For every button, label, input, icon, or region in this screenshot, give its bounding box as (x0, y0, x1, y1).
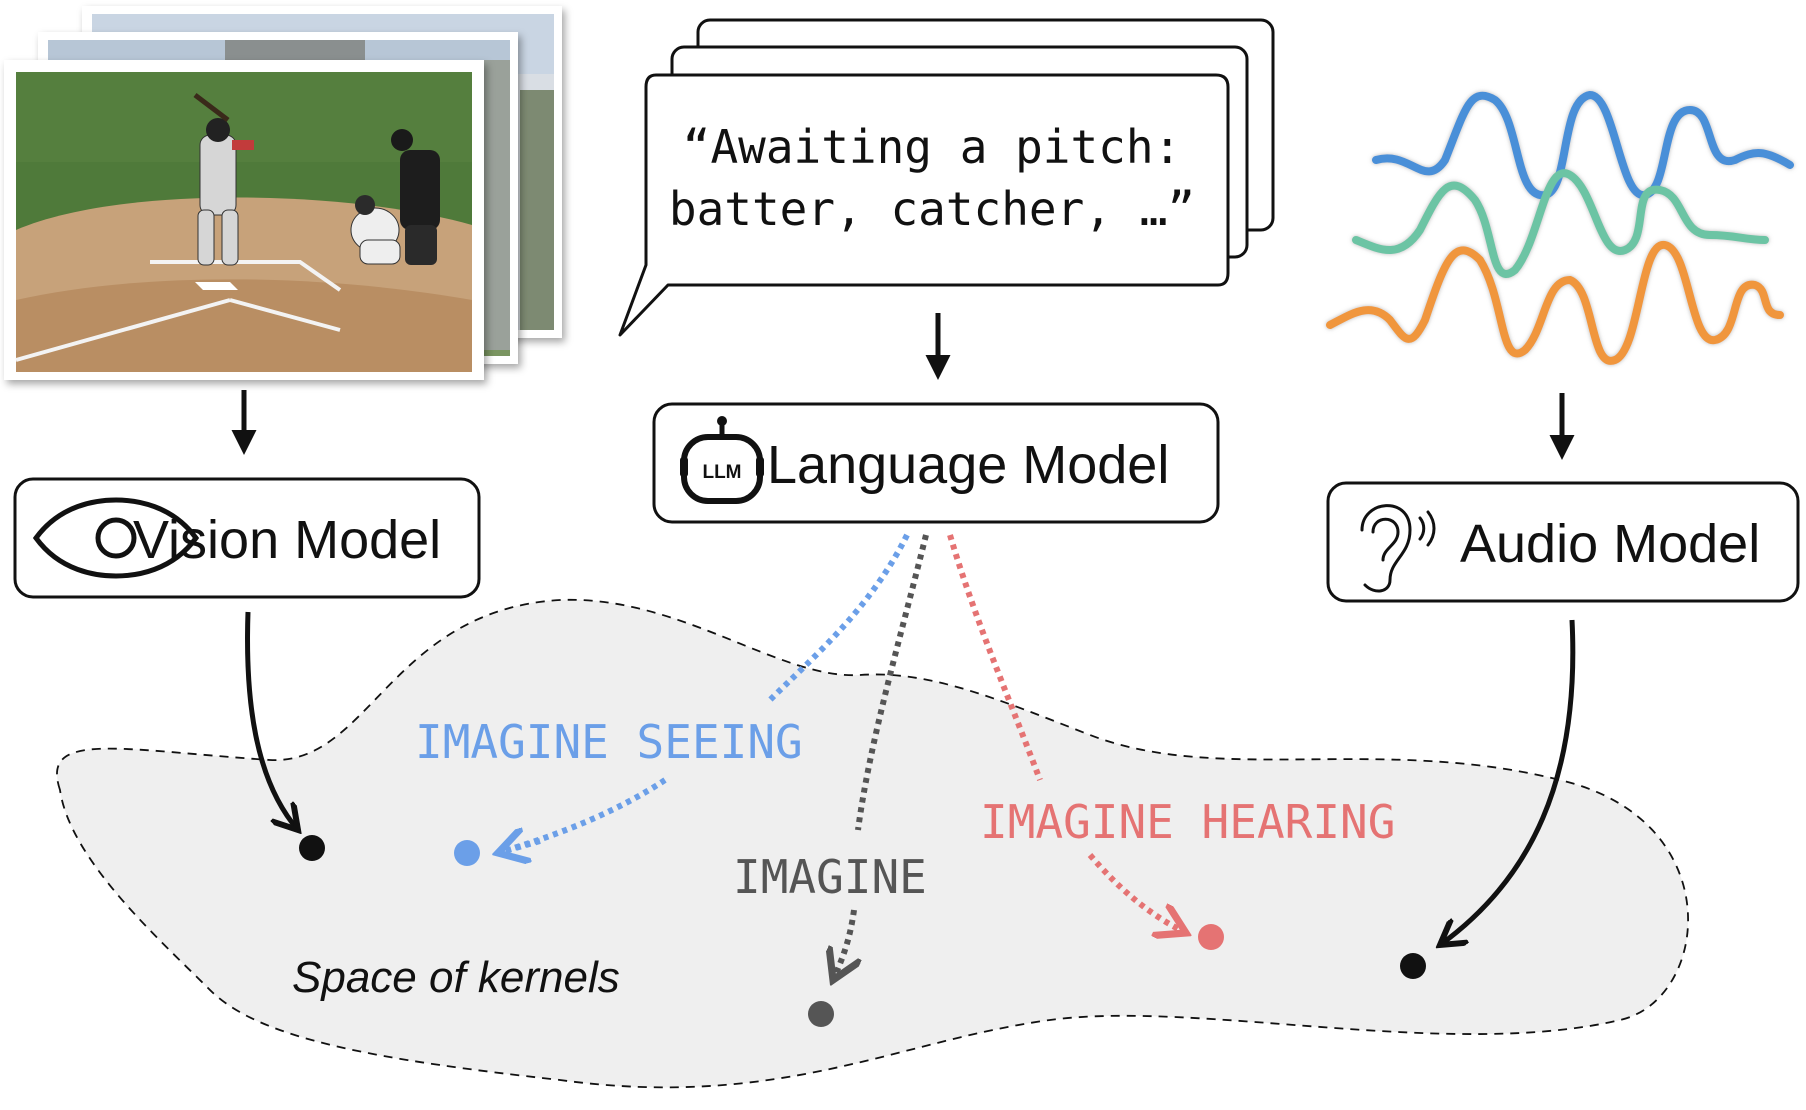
vision-model-box: Vision Model (13, 477, 481, 599)
language-model-box: LLM Language Model (652, 402, 1220, 524)
path-imagine-hearing (947, 534, 1186, 933)
path-imagine (833, 534, 929, 980)
space-of-kernels-label: Space of kernels (292, 953, 620, 1002)
quote-line-2: batter, catcher, …” (669, 182, 1195, 236)
llm-badge-text: LLM (702, 462, 741, 483)
imagine-point (808, 1001, 834, 1027)
audio-model-box: Audio Model (1326, 481, 1800, 603)
robot-llm-icon: LLM (680, 416, 764, 504)
path-imagine-seeing-head (498, 841, 541, 853)
vision-kernel-point (299, 835, 325, 861)
audio-kernel-point (1400, 953, 1426, 979)
language-model-label: Language Model (767, 435, 1169, 495)
path-imagine-seeing (499, 533, 910, 855)
imagine-hearing-label: IMAGINE HEARING (980, 795, 1395, 849)
imagine-hearing-point (1198, 924, 1224, 950)
waveform-blue (1372, 90, 1794, 200)
arrow-vision-to-kernel (245, 611, 298, 830)
imagine-seeing-label: IMAGINE SEEING (415, 715, 803, 769)
waveform-orange (1326, 241, 1784, 365)
imagine-label: IMAGINE (733, 850, 927, 904)
vision-model-label: Vision Model (133, 510, 441, 570)
quote-line-1: “Awaiting a pitch: (683, 120, 1182, 174)
audio-waveforms (1326, 90, 1794, 365)
ear-sound-icon (1360, 504, 1436, 593)
baseball-photo-stack (4, 6, 562, 380)
kernel-space-region (56, 599, 1689, 1089)
quote-bubble-stack: “Awaiting a pitch: batter, catcher, …” (618, 18, 1275, 337)
imagine-seeing-point (454, 840, 480, 866)
eye-icon (32, 497, 200, 579)
audio-model-label: Audio Model (1460, 514, 1760, 574)
waveform-green (1352, 169, 1769, 278)
arrow-audio-to-kernel (1440, 619, 1576, 945)
